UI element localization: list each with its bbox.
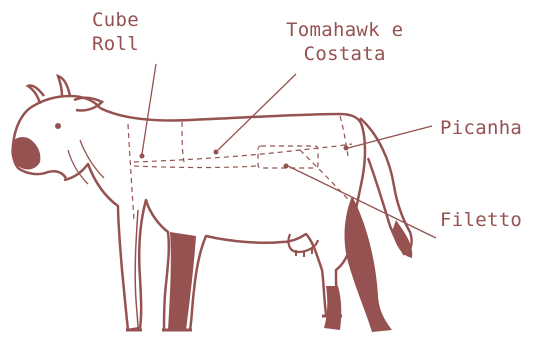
leader-line-cube-roll bbox=[142, 64, 156, 154]
label-picanha: Picanha bbox=[440, 116, 522, 140]
far-hind-leg bbox=[345, 196, 392, 332]
near-hind-leg-shade bbox=[324, 286, 341, 330]
leader-line-tomahawk bbox=[218, 74, 296, 150]
eye bbox=[55, 123, 61, 129]
hooves bbox=[126, 316, 342, 330]
label-cube-roll-line1: Cube bbox=[92, 8, 139, 32]
body-outline bbox=[64, 108, 365, 330]
cut-lines bbox=[128, 116, 354, 220]
cut-line-flank bbox=[300, 150, 354, 206]
label-tomahawk-line1: Tomahawk e bbox=[286, 18, 403, 42]
cut-line-mid-horizontal bbox=[134, 144, 352, 162]
front-leg-inner-line bbox=[135, 210, 138, 330]
leader-dot-cube-roll bbox=[140, 154, 145, 159]
label-tomahawk-costata: Tomahawk e Costata bbox=[286, 18, 403, 66]
label-filetto-line1: Filetto bbox=[440, 208, 522, 232]
leader-dot-tomahawk bbox=[214, 150, 219, 155]
label-picanha-line1: Picanha bbox=[440, 116, 522, 140]
leader-dot-filetto bbox=[284, 164, 289, 169]
leader-line-picanha bbox=[348, 126, 432, 148]
tail-tuft bbox=[392, 220, 412, 258]
label-cube-roll: Cube Roll bbox=[92, 8, 139, 56]
cut-line-belly bbox=[134, 166, 256, 168]
label-filetto: Filetto bbox=[440, 208, 522, 232]
leader-dot-picanha bbox=[344, 146, 349, 151]
label-cube-roll-line2: Roll bbox=[92, 32, 139, 56]
cut-line-rib-start bbox=[182, 122, 184, 162]
cut-line-shoulder bbox=[128, 124, 134, 220]
horn-right bbox=[58, 76, 70, 96]
label-tomahawk-line2: Costata bbox=[286, 42, 403, 66]
